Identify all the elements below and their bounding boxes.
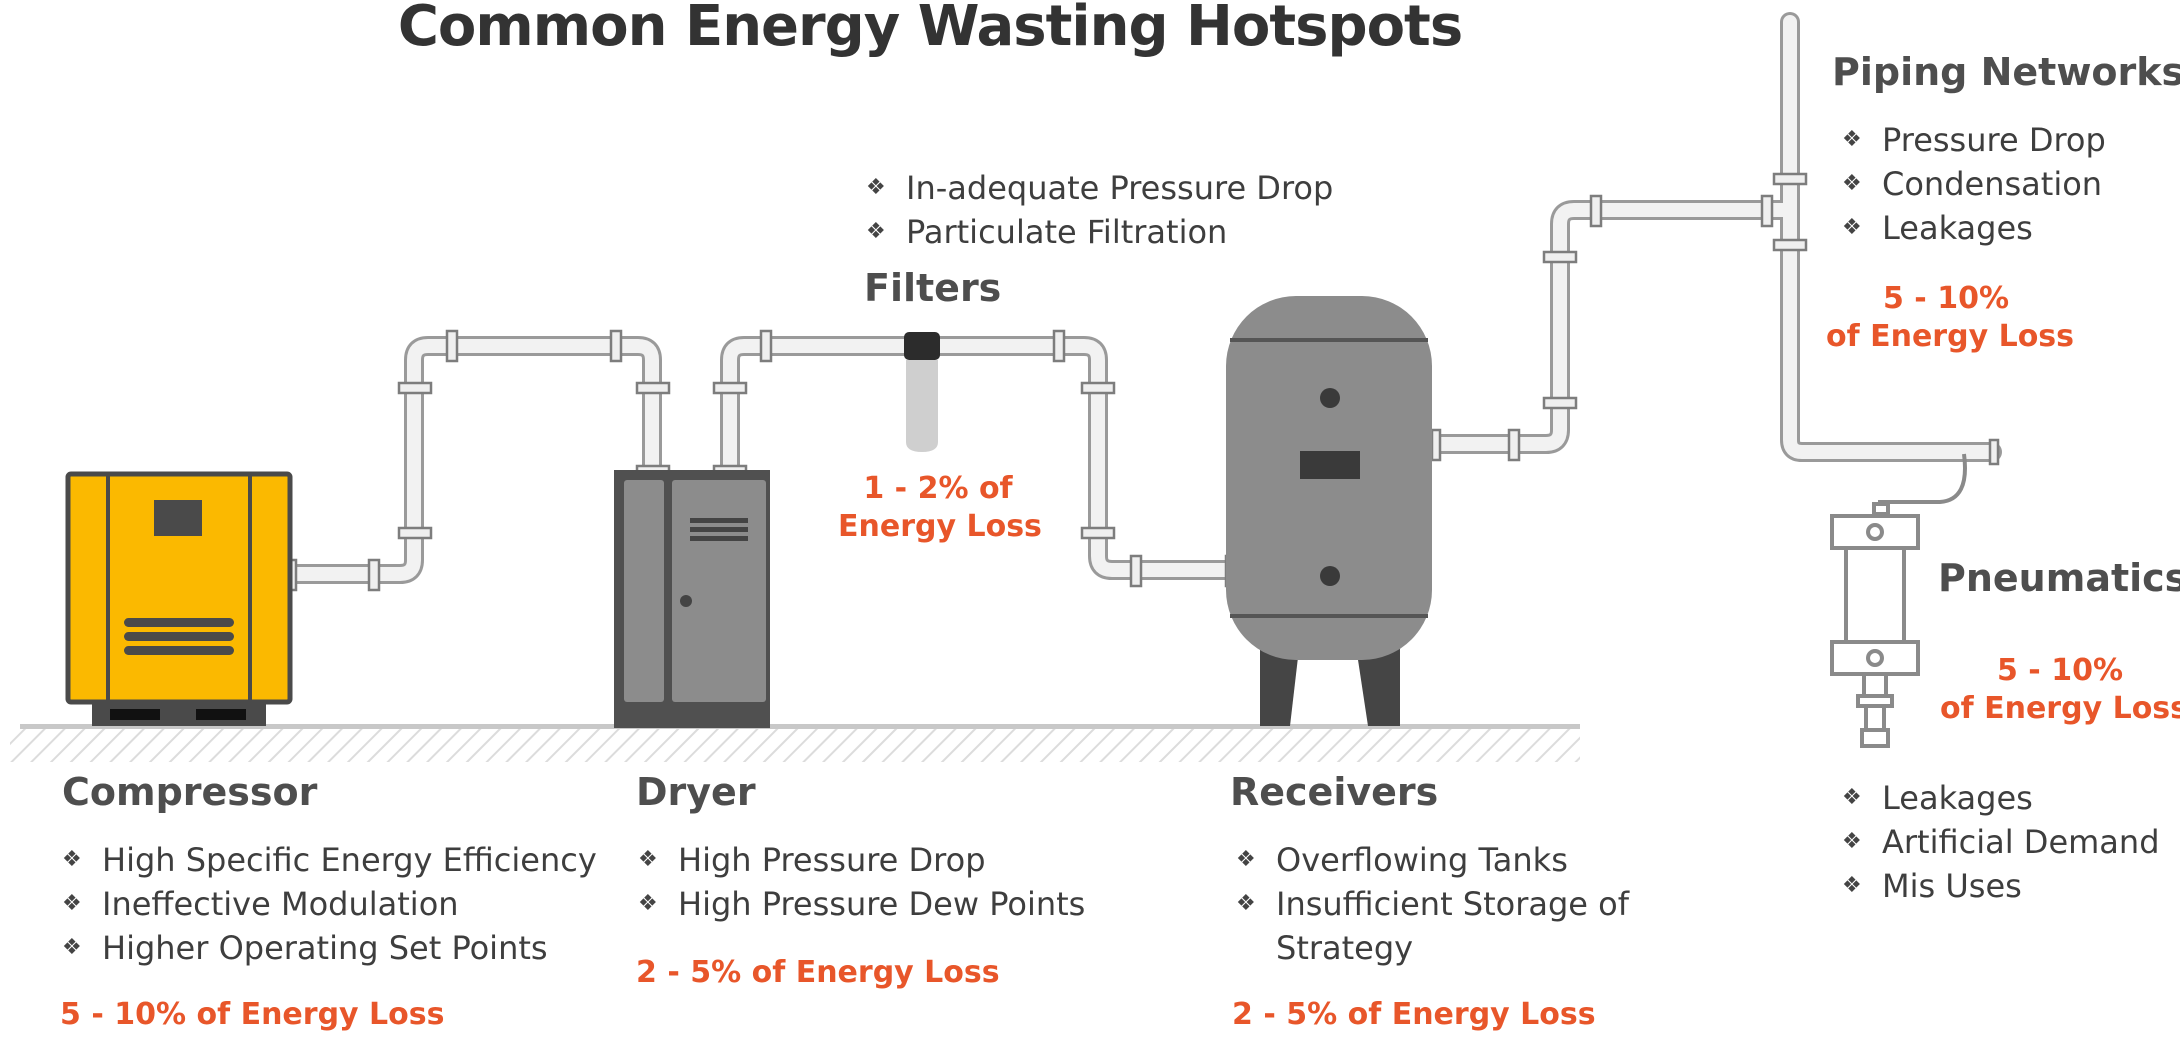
diamond-cluster-icon: ❖ (62, 847, 82, 872)
dryer-loss: 2 - 5% of Energy Loss (636, 955, 1000, 990)
diamond-cluster-icon: ❖ (1842, 785, 1862, 810)
dryer-unit (614, 470, 770, 728)
list-item: ❖Pressure Drop (1838, 118, 2106, 162)
receivers-heading: Receivers (1230, 770, 1439, 814)
piping-loss: 5 - 10% of Energy Loss (1826, 281, 2075, 354)
pipe-network (280, 12, 2002, 584)
list-item: ❖Artificial Demand (1838, 820, 2160, 864)
dryer-issues: ❖High Pressure Drop ❖High Pressure Dew P… (634, 838, 1085, 926)
diamond-cluster-icon: ❖ (638, 847, 658, 872)
list-item: ❖Leakages (1838, 776, 2160, 820)
filters-loss: 1 - 2% of Energy Loss (838, 471, 1042, 544)
pneumatics-loss: 5 - 10% of Energy Loss (1940, 653, 2180, 726)
list-item: ❖Mis Uses (1838, 864, 2160, 908)
list-item: ❖Ineffective Modulation (58, 882, 597, 926)
diamond-cluster-icon: ❖ (1842, 829, 1862, 854)
ground (10, 724, 1580, 762)
diamond-cluster-icon: ❖ (866, 175, 886, 200)
diamond-cluster-icon: ❖ (1842, 127, 1862, 152)
compressor-loss: 5 - 10% of Energy Loss (60, 997, 445, 1032)
list-item: ❖Condensation (1838, 162, 2106, 206)
compressor-heading: Compressor (62, 770, 318, 814)
compressor-issues: ❖High Specific Energy Efficiency ❖Ineffe… (58, 838, 597, 970)
diamond-cluster-icon: ❖ (1842, 873, 1862, 898)
diamond-cluster-icon: ❖ (1236, 891, 1256, 916)
diamond-cluster-icon: ❖ (1842, 215, 1862, 240)
dryer-heading: Dryer (636, 770, 756, 814)
diamond-cluster-icon: ❖ (866, 219, 886, 244)
filter-issues: ❖In-adequate Pressure Drop ❖Particulate … (862, 166, 1333, 254)
filter-unit (904, 332, 940, 452)
pneumatics-heading: Pneumatics (1938, 556, 2180, 600)
diamond-cluster-icon: ❖ (1236, 847, 1256, 872)
list-item: ❖High Pressure Drop (634, 838, 1085, 882)
diamond-cluster-icon: ❖ (638, 891, 658, 916)
piping-issues: ❖Pressure Drop ❖Condensation ❖Leakages (1838, 118, 2106, 250)
filters-heading: Filters (864, 266, 1002, 310)
list-item: ❖Insufficient Storage of (1232, 882, 1629, 926)
list-item: ❖Overflowing Tanks (1232, 838, 1629, 882)
receivers-loss: 2 - 5% of Energy Loss (1232, 997, 1596, 1032)
piping-heading: Piping Networks (1832, 50, 2180, 94)
list-item: ❖Higher Operating Set Points (58, 926, 597, 970)
receivers-issues: ❖Overflowing Tanks ❖Insufficient Storage… (1232, 838, 1629, 970)
list-item: Strategy (1276, 929, 1414, 967)
list-item: ❖High Pressure Dew Points (634, 882, 1085, 926)
list-item: ❖Particulate Filtration (862, 210, 1333, 254)
receiver-tank (1226, 296, 1432, 726)
diamond-cluster-icon: ❖ (62, 935, 82, 960)
list-item: ❖High Specific Energy Efficiency (58, 838, 597, 882)
list-item: ❖Leakages (1838, 206, 2106, 250)
pneumatic-cylinder (1830, 453, 1967, 748)
pneumatics-issues: ❖Leakages ❖Artificial Demand ❖Mis Uses (1838, 776, 2160, 908)
list-item: ❖In-adequate Pressure Drop (862, 166, 1333, 210)
diamond-cluster-icon: ❖ (62, 891, 82, 916)
page-title: Common Energy Wasting Hotspots (397, 0, 1463, 59)
diamond-cluster-icon: ❖ (1842, 171, 1862, 196)
compressor-unit (65, 471, 293, 726)
